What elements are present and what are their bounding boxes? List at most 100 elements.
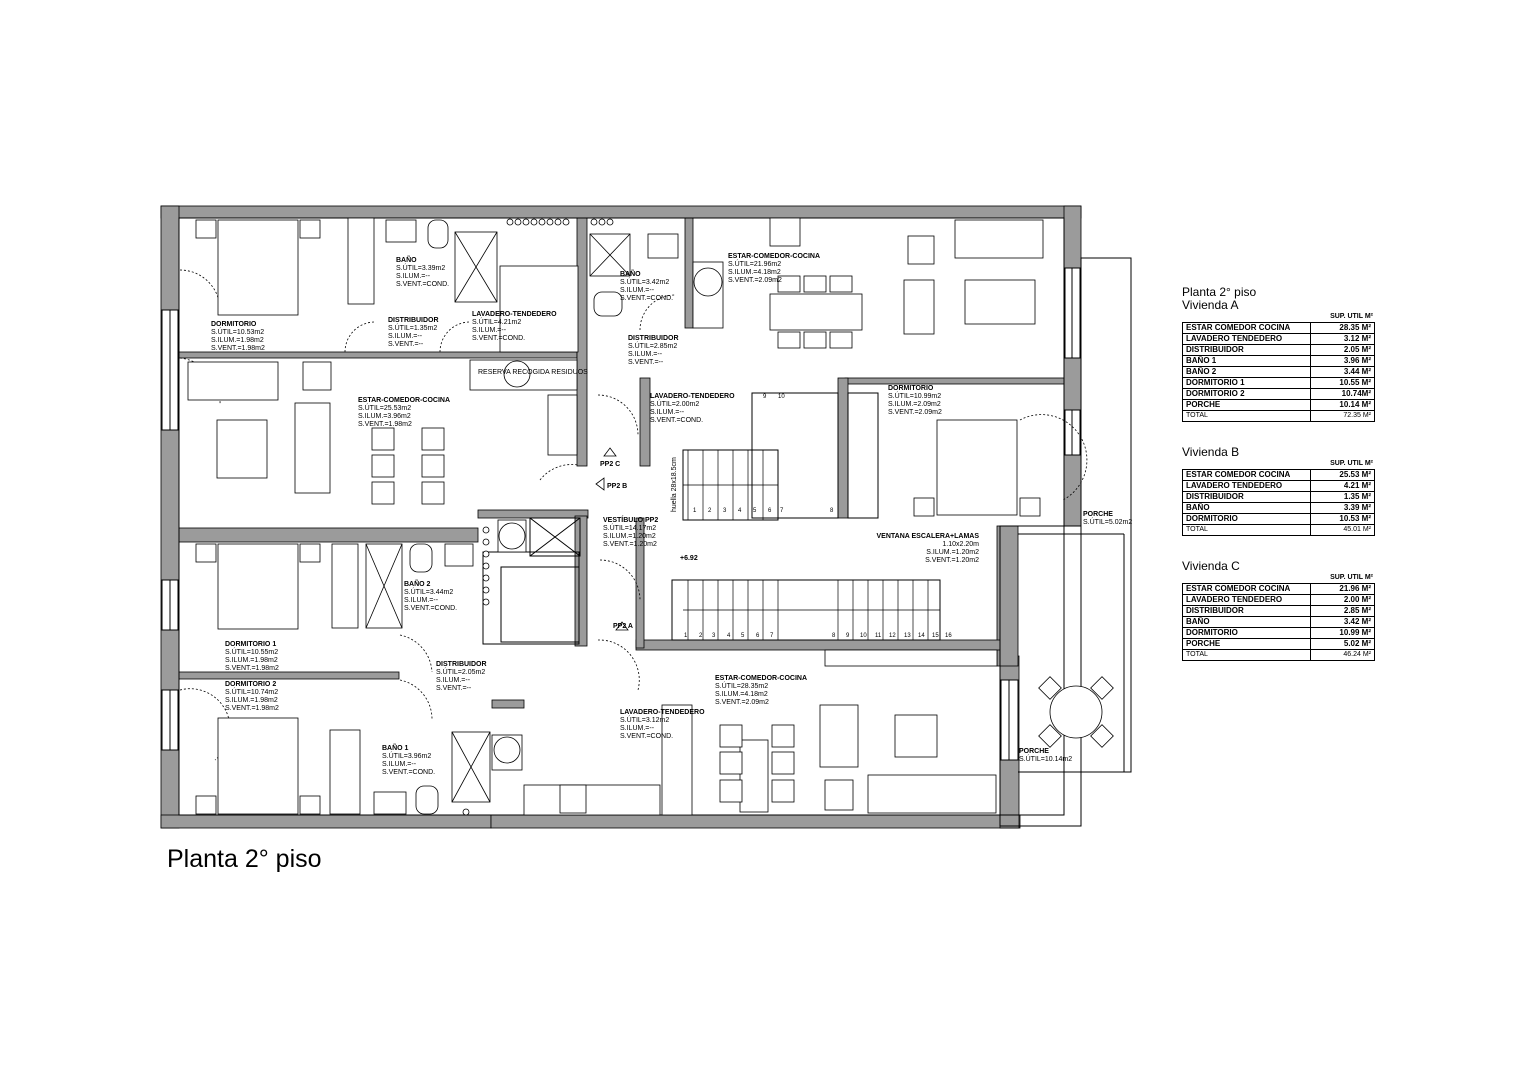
- room-data-7-0: S.ÚTIL=2.00m2: [650, 399, 699, 408]
- stair-lower-number: 3: [712, 633, 716, 639]
- row-label: LAVADERO TENDEDERO: [1182, 333, 1311, 345]
- row-label: PORCHE: [1182, 638, 1311, 650]
- room-data-6-0: S.ÚTIL=2.85m2: [628, 341, 677, 350]
- stair-upper-number: 7: [780, 508, 784, 514]
- row-label: BAÑO: [1182, 502, 1311, 514]
- row-label: PORCHE: [1182, 399, 1311, 411]
- room-data-13-1: S.ILUM.=--: [404, 597, 439, 604]
- vivienda-title: Vivienda C: [1182, 559, 1240, 573]
- row-value: 10.55 M²: [1310, 377, 1375, 389]
- stair-upper-number: 10: [778, 394, 785, 400]
- row-value: 10.74M²: [1310, 388, 1375, 400]
- room-data-16-1: S.ILUM.=1.98m2: [225, 697, 278, 704]
- room-data-1-2: S.VENT.=COND.: [396, 281, 449, 288]
- row-value: 10.99 M²: [1310, 627, 1375, 639]
- room-name-12: VENTANA ESCALERA+LAMAS: [877, 533, 980, 540]
- room-name-11: VESTÍBULO PP2: [603, 515, 658, 524]
- total-value: 45.01 M²: [1310, 524, 1375, 536]
- stair-note: huella 28x18.5cm: [671, 457, 678, 512]
- room-data-11-2: S.VENT.=1.20m2: [603, 541, 657, 548]
- row-label: DISTRIBUIDOR: [1182, 344, 1311, 356]
- room-data-15-1: S.ILUM.=--: [436, 677, 471, 684]
- room-data-18-2: S.VENT.=COND.: [620, 733, 673, 740]
- row-label: DORMITORIO 1: [1182, 377, 1311, 389]
- room-data-18-0: S.ÚTIL=3.12m2: [620, 715, 669, 724]
- stair-lower-number: 5: [741, 633, 745, 639]
- room-name-10: PORCHE: [1083, 511, 1113, 518]
- room-data-15-2: S.VENT.=--: [436, 685, 472, 692]
- room-data-19-1: S.ILUM.=4.18m2: [715, 691, 768, 698]
- room-data-10-0: S.ÚTIL=5.02m2: [1083, 517, 1132, 526]
- room-data-9-1: S.ILUM.=2.09m2: [888, 401, 941, 408]
- row-value: 10.53 M²: [1310, 513, 1375, 525]
- total-value: 46.24 M²: [1310, 649, 1375, 661]
- room-data-19-2: S.VENT.=2.09m2: [715, 699, 769, 706]
- room-data-12-2: S.VENT.=1.20m2: [925, 557, 979, 564]
- room-data-14-1: S.ILUM.=1.98m2: [225, 657, 278, 664]
- stair-upper-number: 9: [763, 394, 767, 400]
- row-label: ESTAR COMEDOR COCINA: [1182, 322, 1311, 334]
- row-label: BAÑO: [1182, 616, 1311, 628]
- room-data-3-2: S.VENT.=COND.: [472, 335, 525, 342]
- room-name-16: DORMITORIO 2: [225, 681, 276, 688]
- room-data-3-0: S.ÚTIL=4.21m2: [472, 317, 521, 326]
- room-data-11-0: S.ÚTIL=14.17m2: [603, 523, 656, 532]
- marker-pp2-a: PP2 A: [613, 623, 633, 630]
- stair-lower-number: 9: [846, 633, 850, 639]
- stair-upper-number: 8: [830, 508, 834, 514]
- room-data-0-1: S.ILUM.=1.98m2: [211, 337, 264, 344]
- room-name-4: ESTAR-COMEDOR-COCINA: [358, 397, 450, 404]
- room-data-14-2: S.VENT.=1.98m2: [225, 665, 279, 672]
- room-data-2-1: S.ILUM.=--: [388, 333, 423, 340]
- row-label: DORMITORIO: [1182, 513, 1311, 525]
- stair-lower-number: 15: [932, 633, 939, 639]
- row-label: BAÑO 1: [1182, 355, 1311, 367]
- room-data-12-0: 1.10x2.20m: [942, 541, 979, 548]
- row-label: LAVADERO TENDEDERO: [1182, 480, 1311, 492]
- room-labels: DORMITORIOS.ÚTIL=10.53m2S.ILUM.=1.98m2S.…: [211, 253, 1132, 776]
- windows: [161, 267, 1081, 761]
- room-data-14-0: S.ÚTIL=10.55m2: [225, 647, 278, 656]
- stair-lower-number: 13: [904, 633, 911, 639]
- total-label: TOTAL: [1182, 649, 1311, 661]
- room-data-1-0: S.ÚTIL=3.39m2: [396, 263, 445, 272]
- room-name-2: DISTRIBUIDOR: [388, 317, 439, 324]
- row-value: 5.02 M²: [1310, 638, 1375, 650]
- room-data-19-0: S.ÚTIL=28.35m2: [715, 681, 768, 690]
- room-data-8-1: S.ILUM.=4.18m2: [728, 269, 781, 276]
- stair-lower-number: 4: [727, 633, 731, 639]
- row-value: 2.85 M²: [1310, 605, 1375, 617]
- stair-treads: [683, 450, 940, 640]
- room-data-6-2: S.VENT.=--: [628, 359, 664, 366]
- row-value: 1.35 M²: [1310, 491, 1375, 503]
- room-name-15: DISTRIBUIDOR: [436, 661, 487, 668]
- furniture: [187, 217, 1114, 816]
- stair-upper-number: 5: [753, 508, 757, 514]
- row-value: 4.21 M²: [1310, 480, 1375, 492]
- room-data-8-2: S.VENT.=2.09m2: [728, 277, 782, 284]
- room-name-0: DORMITORIO: [211, 321, 257, 328]
- total-label: TOTAL: [1182, 524, 1311, 536]
- stair-lower-number: 16: [945, 633, 952, 639]
- room-data-5-1: S.ILUM.=--: [620, 287, 655, 294]
- stair-lower-number: 14: [918, 633, 925, 639]
- marker-pp2-b: PP2 B: [607, 483, 627, 490]
